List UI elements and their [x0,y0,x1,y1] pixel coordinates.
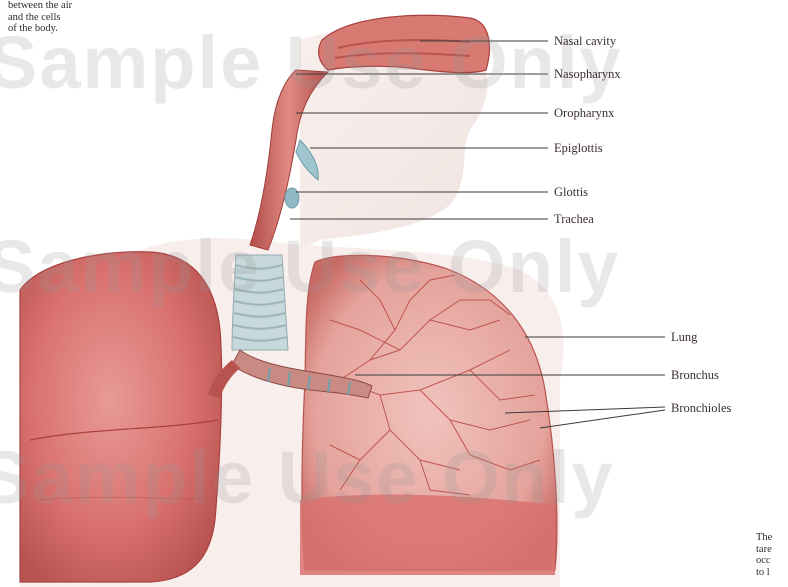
intro-text: between the air and the cells of the bod… [8,0,72,35]
label-lung: Lung [671,331,697,344]
label-bronchioles: Bronchioles [671,402,731,415]
label-trachea: Trachea [554,213,594,226]
label-glottis: Glottis [554,186,588,199]
left-lung-shape [20,252,222,582]
caption-fragment: The tare occ to l [756,532,772,578]
glottis-shape [285,188,299,208]
caption-line: tare [756,544,772,556]
caption-line: occ [756,555,772,567]
label-bronchus: Bronchus [671,369,719,382]
intro-line: and the cells [8,12,72,24]
label-nasopharynx: Nasopharynx [554,68,621,81]
label-nasal-cavity: Nasal cavity [554,35,616,48]
intro-line: between the air [8,0,72,12]
nasal-cavity-shape [319,15,490,72]
caption-line: to l [756,567,772,579]
caption-line: The [756,532,772,544]
label-epiglottis: Epiglottis [554,142,603,155]
intro-line: of the body. [8,23,72,35]
label-oropharynx: Oropharynx [554,107,614,120]
